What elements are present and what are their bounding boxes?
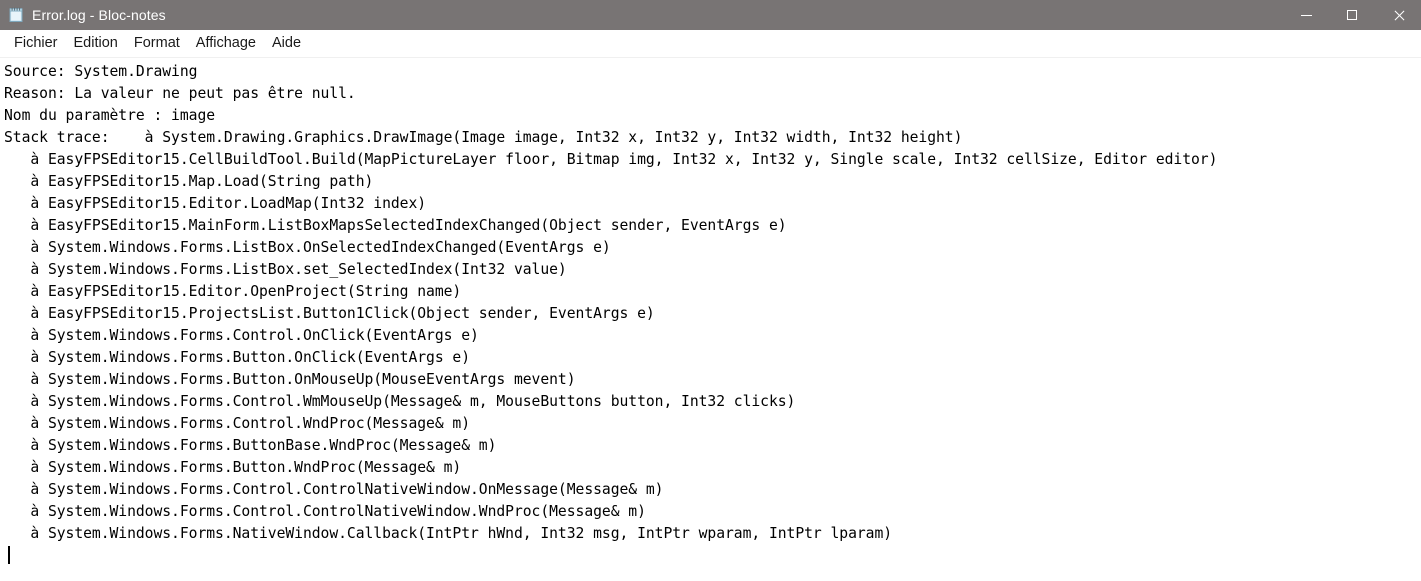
notepad-icon — [8, 7, 24, 23]
text-caret — [8, 546, 10, 564]
close-icon — [1393, 10, 1404, 21]
text-line: Source: System.Drawing — [4, 63, 198, 80]
text-line: à EasyFPSEditor15.CellBuildTool.Build(Ma… — [4, 151, 1218, 168]
text-line: à System.Windows.Forms.Button.WndProc(Me… — [4, 459, 462, 476]
text-line — [4, 545, 1421, 567]
text-line: à EasyFPSEditor15.MainForm.ListBoxMapsSe… — [4, 217, 787, 234]
menu-item-affichage[interactable]: Affichage — [195, 35, 256, 51]
text-line: à EasyFPSEditor15.Editor.LoadMap(Int32 i… — [4, 195, 427, 212]
maximize-icon — [1347, 10, 1357, 20]
menu-item-aide[interactable]: Aide — [271, 35, 302, 51]
maximize-button[interactable] — [1329, 0, 1375, 30]
text-line: à System.Windows.Forms.Control.ControlNa… — [4, 503, 646, 520]
text-line: à System.Windows.Forms.Control.ControlNa… — [4, 481, 664, 498]
text-line: à System.Windows.Forms.Control.OnClick(E… — [4, 327, 479, 344]
text-line: à System.Windows.Forms.Control.WndProc(M… — [4, 415, 471, 432]
text-line: à System.Windows.Forms.Button.OnMouseUp(… — [4, 371, 576, 388]
window-controls — [1283, 0, 1421, 30]
text-line: à EasyFPSEditor15.ProjectsList.Button1Cl… — [4, 305, 655, 322]
menu-item-edition[interactable]: Edition — [73, 35, 118, 51]
text-line: Reason: La valeur ne peut pas être null. — [4, 85, 356, 102]
menu-item-format[interactable]: Format — [133, 35, 180, 51]
window-title: Error.log - Bloc-notes — [32, 7, 166, 23]
text-line: à System.Windows.Forms.Control.WmMouseUp… — [4, 393, 796, 410]
menu-item-fichier[interactable]: Fichier — [14, 35, 58, 51]
close-button[interactable] — [1375, 0, 1421, 30]
menu-bar: Fichier Edition Format Affichage Aide — [0, 30, 1421, 58]
minimize-button[interactable] — [1283, 0, 1329, 30]
minimize-icon — [1300, 15, 1312, 16]
text-line: à EasyFPSEditor15.Editor.OpenProject(Str… — [4, 283, 462, 300]
text-line: à System.Windows.Forms.NativeWindow.Call… — [4, 525, 893, 542]
text-line: à System.Windows.Forms.Button.OnClick(Ev… — [4, 349, 471, 366]
text-line: à System.Windows.Forms.ListBox.set_Selec… — [4, 261, 567, 278]
title-bar[interactable]: Error.log - Bloc-notes — [0, 0, 1421, 30]
text-line: à System.Windows.Forms.ButtonBase.WndPro… — [4, 437, 497, 454]
text-line: Stack trace: à System.Drawing.Graphics.D… — [4, 129, 963, 146]
text-line: Nom du paramètre : image — [4, 107, 216, 124]
text-line: à EasyFPSEditor15.Map.Load(String path) — [4, 173, 374, 190]
text-line: à System.Windows.Forms.ListBox.OnSelecte… — [4, 239, 611, 256]
